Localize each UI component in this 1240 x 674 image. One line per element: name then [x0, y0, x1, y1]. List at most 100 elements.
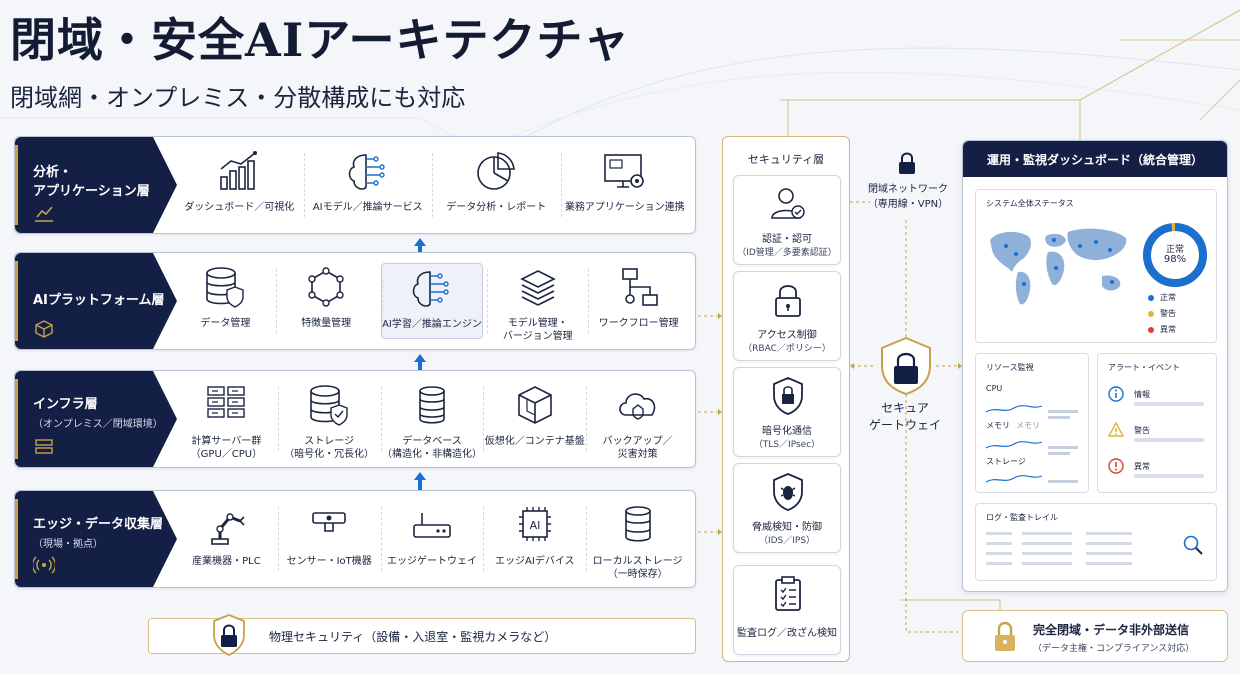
shield-lock-icon	[773, 377, 803, 415]
database-icon	[419, 386, 445, 424]
security-card-auth[interactable]: 認証・認可 （ID管理／多要素認証）	[733, 175, 841, 265]
secure-gateway-label: セキュア ゲートウェイ	[868, 401, 941, 432]
legend-swatch	[1148, 310, 1154, 317]
bar-chart-icon	[220, 151, 258, 190]
layer-subtitle: （オンプレミス／閉域環境）	[33, 419, 163, 430]
physical-security-label: 物理セキュリティ（設備・入退室・監視カメラなど）	[269, 630, 557, 644]
shield-bug-icon	[773, 473, 803, 511]
item-workflow[interactable]: ワークフロー管理	[588, 253, 689, 349]
layer-infrastructure: インフラ層 （オンプレミス／閉域環境） 計算サーバー群 （GPU／CPU） スト…	[14, 370, 696, 468]
item-ai-engine[interactable]: AI学習／推論エンジン	[380, 263, 484, 339]
container-icon	[517, 386, 552, 424]
alert-label: 異常	[1134, 462, 1150, 471]
layer-edge: エッジ・データ収集層 （現場・拠点） 産業機器・PLC センサー・IoT機器 エ…	[14, 490, 696, 588]
layer-subtitle: （現場・拠点）	[33, 539, 103, 550]
security-card-label: 脅威検知・防御	[752, 522, 822, 533]
alert-label: 警告	[1134, 426, 1150, 435]
legend-item: 異常	[1148, 324, 1176, 335]
security-card-encryption[interactable]: 暗号化通信 （TLS／IPsec）	[733, 367, 841, 457]
resource-title: リソース監視	[986, 363, 1034, 372]
item-dashboard[interactable]: ダッシュボード／可視化	[175, 137, 304, 233]
item-label: 産業機器・PLC	[192, 556, 261, 567]
security-card-detail: （ID管理／多要素認証）	[737, 248, 837, 258]
gateway-shield-icon	[881, 336, 931, 396]
closed-title: 完全閉域・データ非外部送信	[1033, 623, 1190, 637]
security-card-detail: （RBAC／ポリシー）	[743, 344, 831, 354]
page-subtitle: 閉域網・オンプレミス・分散構成にも対応	[10, 84, 466, 112]
layer-header: 分析・ アプリケーション層	[15, 137, 177, 233]
layer-title: エッジ・データ収集層	[33, 517, 164, 532]
item-storage[interactable]: ストレージ （暗号化・冗長化）	[277, 371, 381, 467]
layer-header: エッジ・データ収集層 （現場・拠点）	[15, 491, 177, 587]
status-title: システム全体ステータス	[986, 199, 1074, 208]
item-model-management[interactable]: モデル管理・ バージョン管理	[487, 253, 588, 349]
security-card-label: 監査ログ／改ざん検知	[737, 628, 837, 639]
resource-sparklines	[986, 405, 1078, 483]
system-status-panel: システム全体ステータス 正常 98% 正常 警告 異常	[975, 189, 1217, 343]
security-card-detail: （IDS／IPS）	[758, 536, 816, 546]
item-label: ローカルストレージ （一時保存）	[592, 556, 683, 580]
item-data-management[interactable]: データ管理	[175, 253, 276, 349]
item-edge-ai-device[interactable]: AI エッジAIデバイス	[483, 491, 586, 587]
arrow-up-icon	[414, 354, 426, 372]
item-label: バックアップ／ 災害対策	[602, 436, 673, 460]
padlock-icon	[995, 621, 1015, 651]
item-database[interactable]: データベース （構造化・非構造化）	[380, 371, 484, 467]
robot-arm-icon	[211, 513, 245, 545]
closed-network-label: 閉域ネットワーク （専用線・VPN）	[867, 184, 949, 210]
router-icon	[413, 513, 451, 538]
alerts-title: アラート・イベント	[1108, 363, 1180, 372]
item-label: データ管理	[200, 318, 251, 329]
network-hex-icon	[308, 267, 344, 307]
legend-swatch	[1148, 294, 1154, 301]
item-label: エッジAIデバイス	[495, 556, 575, 567]
log-title: ログ・監査トレイル	[986, 513, 1058, 522]
item-edge-gateway[interactable]: エッジゲートウェイ	[380, 491, 484, 587]
item-local-storage[interactable]: ローカルストレージ （一時保存）	[586, 491, 689, 587]
database-icon	[624, 506, 651, 542]
database-shield-icon	[206, 267, 245, 308]
item-label: AI学習／推論エンジン	[382, 319, 482, 330]
security-layer: セキュリティ層 認証・認可 （ID管理／多要素認証） アクセス制御 （RBAC／…	[722, 136, 850, 662]
resource-extra-label: メモリ	[1016, 421, 1040, 430]
legend-label: 警告	[1160, 309, 1176, 318]
layer-header: インフラ層 （オンプレミス／閉域環境）	[15, 371, 177, 467]
ai-brain-icon	[348, 154, 385, 190]
item-label: データベース （構造化・非構造化）	[381, 436, 482, 460]
page-title: 閉域・安全AIアーキテクチャ	[10, 13, 630, 67]
item-virtualization[interactable]: 仮想化／コンテナ基盤	[483, 371, 586, 467]
security-card-detail: （TLS／IPsec）	[753, 440, 821, 450]
layer-analytics: 分析・ アプリケーション層 ダッシュボード／可視化 AIモデル／推論サービス デ…	[14, 136, 696, 234]
security-card-label: アクセス制御	[757, 330, 817, 341]
resource-monitor-panel: リソース監視 CPU メモリ メモリ ストレージ	[975, 353, 1089, 493]
monitoring-dashboard: 運用・監視ダッシュボード（統合管理） システム全体ステータス 正常 98% 正常…	[962, 140, 1228, 592]
legend-swatch	[1148, 326, 1154, 333]
ai-chip-icon: AI	[518, 507, 551, 541]
item-ai-model[interactable]: AIモデル／推論サービス	[303, 137, 433, 233]
item-business-app[interactable]: 業務アプリケーション連携	[560, 137, 690, 233]
security-card-access[interactable]: アクセス制御 （RBAC／ポリシー）	[733, 271, 841, 361]
item-sensor-iot[interactable]: センサー・IoT機器	[277, 491, 381, 587]
layers-icon	[519, 270, 556, 306]
closed-data-box: 完全閉域・データ非外部送信 （データ主権・コンプライアンス対応）	[962, 610, 1228, 662]
layer-header: AIプラットフォーム層	[15, 253, 177, 349]
security-card-audit[interactable]: 監査ログ／改ざん検知	[733, 565, 841, 655]
layer-title: 分析・ アプリケーション層	[33, 165, 150, 199]
item-industrial-plc[interactable]: 産業機器・PLC	[175, 491, 278, 587]
security-card-threat[interactable]: 脅威検知・防御 （IDS／IPS）	[733, 463, 841, 553]
warning-icon	[1108, 422, 1124, 437]
item-data-analysis[interactable]: データ分析・レポート	[432, 137, 561, 233]
item-feature-store[interactable]: 特徴量管理	[275, 253, 377, 349]
security-card-label: 認証・認可	[762, 234, 812, 245]
search-icon[interactable]	[1182, 534, 1204, 556]
chart-icon	[35, 206, 53, 222]
placeholder-bar	[1134, 438, 1204, 442]
layer-title: AIプラットフォーム層	[33, 293, 165, 308]
shield-lock-icon	[213, 614, 245, 657]
item-label: 計算サーバー群 （GPU／CPU）	[190, 436, 263, 460]
security-card-label: 暗号化通信	[762, 426, 812, 437]
item-compute-servers[interactable]: 計算サーバー群 （GPU／CPU）	[175, 371, 278, 467]
error-icon	[1108, 458, 1124, 474]
signal-icon	[33, 556, 55, 574]
item-backup[interactable]: バックアップ／ 災害対策	[586, 371, 689, 467]
